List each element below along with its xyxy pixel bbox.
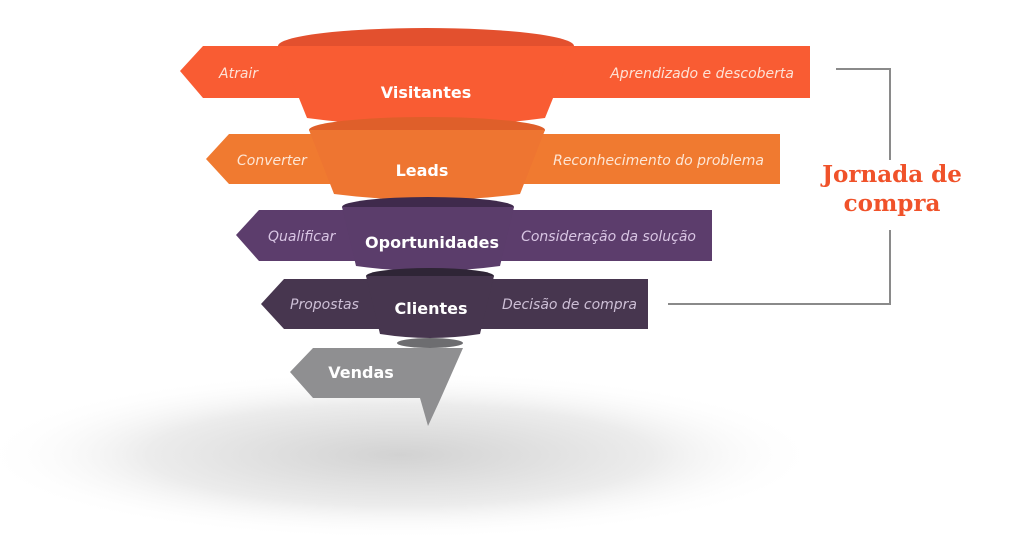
stage-clientes: Propostas Decisão de compra Clientes: [261, 268, 648, 338]
stage-vendas: Vendas: [290, 338, 463, 426]
floor-shadow: [0, 370, 820, 540]
action-visitantes: Atrair: [218, 66, 259, 82]
phase-clientes: Decisão de compra: [502, 297, 637, 313]
phase-oportunidades: Consideração da solução: [521, 229, 696, 245]
stage-visitantes: Atrair Aprendizado e descoberta Visitant…: [180, 28, 810, 126]
action-oportunidades: Qualificar: [268, 229, 337, 245]
stage-name-oportunidades: Oportunidades: [365, 233, 499, 252]
bowl-leads: [309, 130, 545, 200]
phase-leads: Reconhecimento do problema: [553, 153, 764, 169]
stage-name-vendas: Vendas: [328, 363, 394, 382]
stage-leads: Converter Reconhecimento do problema Lea…: [206, 117, 780, 200]
stage-name-visitantes: Visitantes: [381, 83, 471, 102]
bowl-rim-vendas: [397, 338, 463, 348]
phase-visitantes: Aprendizado e descoberta: [609, 66, 794, 82]
stage-oportunidades: Qualificar Consideração da solução Oport…: [236, 197, 712, 271]
bowl-clientes: [366, 276, 494, 338]
journey-bracket-lower: [668, 230, 891, 305]
bowl-visitantes: [278, 46, 574, 126]
journey-bracket: [836, 68, 891, 160]
bowl-oportunidades: [342, 207, 514, 271]
stage-name-clientes: Clientes: [395, 299, 468, 318]
tip-vendas: [290, 348, 463, 426]
journey-title-line-1: Jornada de: [822, 161, 962, 188]
journey-title-line-2: compra: [843, 190, 941, 217]
stage-name-leads: Leads: [396, 161, 449, 180]
action-leads: Converter: [237, 153, 308, 169]
action-clientes: Propostas: [290, 297, 359, 313]
journey-title: Jornada de compra: [812, 160, 972, 218]
